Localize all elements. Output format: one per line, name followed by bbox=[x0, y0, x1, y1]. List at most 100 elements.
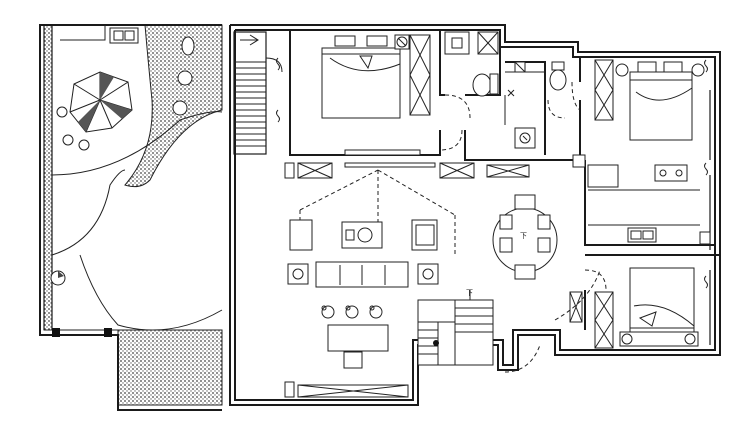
door-swing bbox=[439, 129, 463, 151]
kitchen-sink bbox=[627, 227, 657, 243]
column-block bbox=[104, 328, 112, 337]
stepping-stone bbox=[181, 36, 195, 56]
toilet-icon bbox=[472, 73, 492, 97]
radiator bbox=[704, 162, 708, 176]
desk-chair bbox=[343, 351, 363, 369]
fridge bbox=[587, 164, 619, 188]
pillow bbox=[366, 35, 388, 47]
master-bedroom bbox=[276, 34, 431, 156]
dining-area: 下 bbox=[486, 154, 586, 280]
kitchen-wall bbox=[584, 160, 715, 246]
wardrobe bbox=[594, 291, 614, 349]
bathroom-lower-wall bbox=[464, 100, 581, 161]
pillow bbox=[334, 35, 356, 47]
armchair-seat bbox=[415, 224, 435, 246]
stove bbox=[654, 164, 688, 182]
master-bed bbox=[321, 47, 401, 119]
nightstand bbox=[691, 63, 705, 77]
dining-chair bbox=[537, 214, 551, 230]
door-swing bbox=[584, 269, 607, 291]
light-beam bbox=[377, 169, 456, 216]
side-table bbox=[284, 162, 295, 179]
bed-sheet-corner bbox=[638, 311, 657, 327]
shower-drain bbox=[507, 89, 515, 97]
chair-icon bbox=[345, 305, 359, 319]
nightstand bbox=[615, 63, 629, 77]
toilet-tank bbox=[489, 73, 499, 95]
bed-3 bbox=[629, 267, 695, 335]
side-table bbox=[287, 263, 309, 285]
toilet-icon bbox=[549, 69, 567, 91]
bedroom-2 bbox=[594, 59, 708, 141]
chair-icon bbox=[321, 305, 335, 319]
side-table bbox=[417, 263, 439, 285]
bathrooms bbox=[439, 31, 581, 151]
radiator bbox=[704, 59, 708, 73]
headboard bbox=[619, 331, 699, 347]
garden-sink bbox=[109, 27, 139, 44]
tv-console bbox=[344, 162, 436, 168]
pillow bbox=[637, 61, 657, 73]
stepping-stone bbox=[177, 70, 193, 86]
bed-sheet-fold bbox=[633, 304, 695, 327]
door-swing bbox=[265, 57, 283, 73]
small-fixture bbox=[572, 154, 586, 168]
garden-path-curve-3 bbox=[51, 169, 126, 256]
wardrobe bbox=[409, 34, 431, 116]
entry-door-swing bbox=[504, 344, 541, 373]
lower-stair: 下 bbox=[417, 269, 601, 373]
coffee-table bbox=[341, 221, 383, 249]
door-swing bbox=[444, 94, 471, 119]
bathroom-wall bbox=[465, 47, 501, 96]
study-desk bbox=[327, 324, 389, 352]
bedroom-3 bbox=[569, 267, 708, 349]
side-table bbox=[284, 381, 295, 398]
stair-steps bbox=[234, 34, 266, 147]
table-mark: 下 bbox=[520, 232, 527, 240]
pillow bbox=[663, 61, 683, 73]
appliance bbox=[699, 231, 711, 245]
bed-sheet-fold bbox=[329, 57, 401, 72]
radiator bbox=[276, 57, 280, 71]
garden-sink-bowl bbox=[113, 30, 124, 41]
stepping-stone bbox=[172, 100, 188, 116]
garden-sink-bowl bbox=[124, 30, 135, 41]
exterior-wall-inner bbox=[234, 29, 716, 401]
radiator bbox=[704, 275, 708, 289]
master-bedroom-right-wall bbox=[439, 30, 445, 96]
garden-paving-left bbox=[43, 24, 53, 331]
lamp bbox=[684, 333, 696, 345]
light-beam bbox=[299, 169, 379, 211]
coffee-table-bowl bbox=[357, 227, 373, 243]
stair-post bbox=[433, 340, 439, 346]
tv-unit bbox=[344, 149, 421, 156]
bed-2 bbox=[629, 71, 693, 141]
door-swing bbox=[571, 81, 581, 111]
dining-chair bbox=[514, 264, 536, 280]
garden-chair bbox=[78, 139, 90, 151]
dining-chair bbox=[499, 237, 513, 253]
door-swing bbox=[547, 99, 566, 119]
lamp bbox=[621, 333, 633, 345]
garden-path-curve-2 bbox=[51, 111, 223, 176]
chair-icon bbox=[369, 305, 383, 319]
garden-terrace bbox=[39, 24, 223, 411]
bed-sheet-fold bbox=[635, 87, 693, 101]
bed-sheet-corner bbox=[359, 55, 373, 70]
garden-path-curve-4 bbox=[79, 254, 223, 331]
armchair bbox=[289, 219, 313, 251]
column-block bbox=[52, 328, 60, 337]
dining-chair bbox=[514, 194, 536, 210]
door-swing bbox=[554, 269, 601, 321]
garden-path-curve-1 bbox=[60, 25, 106, 41]
small-tree-shade bbox=[58, 271, 64, 278]
parasol-icon bbox=[69, 71, 133, 133]
bath-sink-cabinet bbox=[444, 31, 470, 55]
garden-paving-bottom bbox=[117, 329, 223, 406]
wardrobe bbox=[594, 59, 614, 121]
garden-chair bbox=[56, 106, 68, 118]
radiator bbox=[276, 109, 280, 123]
toilet-tank bbox=[551, 61, 565, 71]
kitchen bbox=[587, 162, 711, 245]
